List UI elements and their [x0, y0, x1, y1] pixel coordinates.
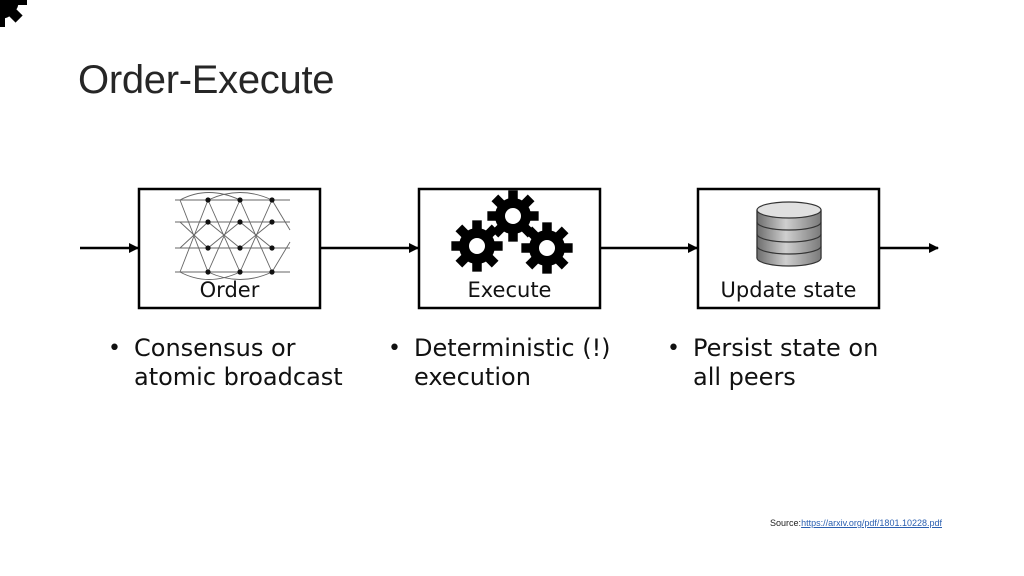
execute-label: Execute	[468, 278, 552, 302]
source-prefix: Source:	[770, 518, 802, 528]
order-stage-box: Order	[137, 187, 322, 310]
order-label: Order	[200, 278, 260, 302]
update-state-label: Update state	[721, 278, 857, 302]
update-state-bullet-text: Persist state on all peers	[693, 334, 879, 391]
bullet-marker: •	[388, 336, 401, 361]
update-state-stage-box: Update state	[696, 187, 881, 310]
execute-bullet-text: Deterministic (!) execution	[414, 334, 611, 391]
gears-icon	[0, 0, 573, 274]
order-bullet-text: Consensus or atomic broadcast	[134, 334, 343, 391]
source-link[interactable]: https://arxiv.org/pdf/1801.10228.pdf	[801, 518, 942, 528]
bullet-marker: •	[108, 336, 121, 361]
execute-stage-box: Execute	[0, 0, 602, 310]
network-graph-icon	[175, 192, 291, 280]
slide-title: Order-Execute	[78, 58, 335, 102]
database-icon	[756, 201, 822, 267]
source-citation: Source:https://arxiv.org/pdf/1801.10228.…	[770, 518, 942, 528]
bullet-marker: •	[667, 336, 680, 361]
